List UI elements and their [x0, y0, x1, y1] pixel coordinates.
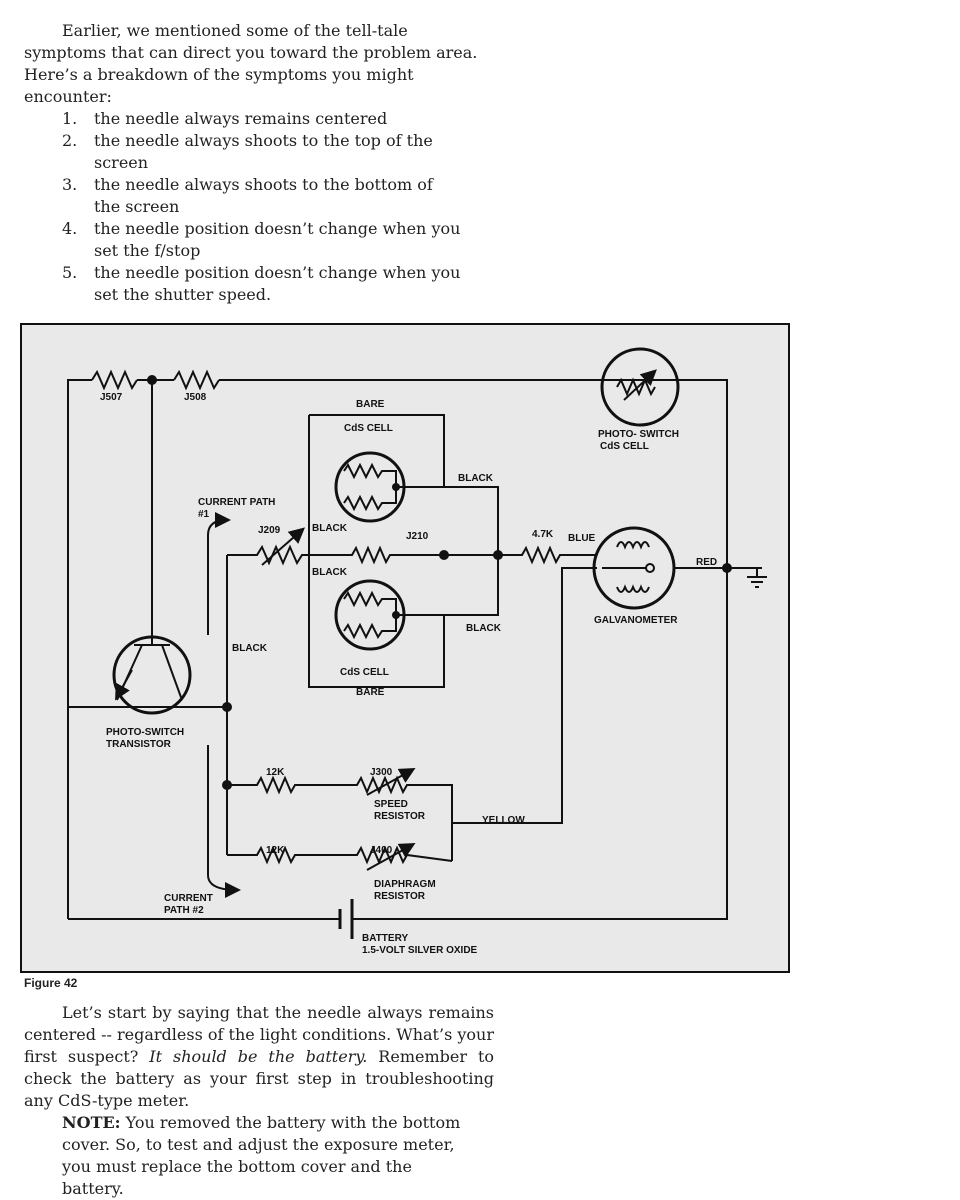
- body-paragraph: Let’s start by saying that the needle al…: [24, 1003, 495, 1110]
- label-diaphragm: DIAPHRAGM: [374, 879, 436, 890]
- label-12k: 12K: [266, 845, 285, 856]
- speed-resistor-row: [227, 775, 453, 861]
- label-resistor: RESISTOR: [374, 891, 426, 902]
- label-path-2: PATH #2: [164, 905, 204, 916]
- symptom-list: 1.the needle always remains centered 2.t…: [62, 108, 462, 306]
- label-bare: BARE: [356, 687, 385, 698]
- label-red: RED: [696, 557, 717, 568]
- emphasis-text: It should be the battery.: [149, 1047, 368, 1066]
- label-blue: BLUE: [568, 533, 596, 544]
- label-current: CURRENT: [164, 893, 213, 904]
- list-item: 1.the needle always remains centered: [62, 109, 388, 128]
- circuit-diagram: J507 J508 BARE CdS CELL BLACK PHOTO- SWI…: [67, 347, 767, 956]
- label-cds-cell: CdS CELL: [340, 667, 389, 678]
- photo-switch-cds-cell: [600, 347, 680, 427]
- wire-top-right: [219, 379, 728, 920]
- wire-left: [67, 379, 92, 919]
- list-item: 3.the needle always shoots to the bottom…: [62, 175, 433, 216]
- label-cds-cell: CdS CELL: [600, 441, 649, 452]
- label-photo-switch: PHOTO-SWITCH: [106, 727, 184, 738]
- label-current-path: #1: [198, 509, 210, 520]
- figure-caption: Figure 42: [24, 976, 78, 990]
- list-item: 4.the needle position doesn’t change whe…: [62, 219, 461, 260]
- label-12k: 12K: [266, 767, 285, 778]
- label-bare: BARE: [356, 399, 385, 410]
- resistor-j508: [173, 369, 220, 391]
- label-j400: J400: [370, 845, 393, 856]
- photo-switch-transistor: [112, 635, 192, 715]
- label-galvanometer: GALVANOMETER: [594, 615, 678, 626]
- label-j507: J507: [100, 392, 123, 403]
- label-black: BLACK: [458, 473, 494, 484]
- resistor-photo-switch: [616, 377, 656, 397]
- list-item: 2.the needle always shoots to the top of…: [62, 131, 433, 172]
- label-black: BLACK: [232, 643, 268, 654]
- label-j209: J209: [258, 525, 281, 536]
- label-black: BLACK: [312, 567, 348, 578]
- label-transistor: TRANSISTOR: [106, 739, 172, 750]
- label-j210: J210: [406, 531, 429, 542]
- label-speed: SPEED: [374, 799, 408, 810]
- label-black: BLACK: [312, 523, 348, 534]
- list-item: 5.the needle position doesn’t change whe…: [62, 263, 461, 304]
- label-4-7k: 4.7K: [532, 529, 554, 540]
- label-yellow: YELLOW: [482, 815, 525, 826]
- label-black: BLACK: [466, 623, 502, 634]
- label-j300: J300: [370, 767, 393, 778]
- label-battery: BATTERY: [362, 933, 408, 944]
- wire-yellow: [452, 567, 597, 824]
- resistor-j507: [91, 369, 138, 391]
- circuit-diagram-figure: J507 J508 BARE CdS CELL BLACK PHOTO- SWI…: [20, 323, 790, 973]
- cds-cells-box: [308, 414, 499, 688]
- label-j508: J508: [184, 392, 207, 403]
- resistor-4-7k: [498, 545, 597, 565]
- label-cds-cell: CdS CELL: [344, 423, 393, 434]
- note-paragraph: NOTE: You removed the battery with the b…: [62, 1113, 461, 1198]
- label-photo-switch: PHOTO- SWITCH: [598, 429, 679, 440]
- battery-symbol: [338, 899, 354, 939]
- current-path-2-arrow: [207, 745, 241, 898]
- current-path-1-arrow: [207, 512, 231, 635]
- label-resistor: RESISTOR: [374, 811, 426, 822]
- diaphragm-resistor-row: [227, 845, 453, 865]
- label-battery-type: 1.5-VOLT SILVER OXIDE: [362, 945, 478, 956]
- ground-symbol: [674, 567, 767, 588]
- intro-paragraph: Earlier, we mentioned some of the tell-t…: [24, 21, 478, 106]
- label-current-path: CURRENT PATH: [198, 497, 275, 508]
- note-label: NOTE:: [62, 1113, 121, 1132]
